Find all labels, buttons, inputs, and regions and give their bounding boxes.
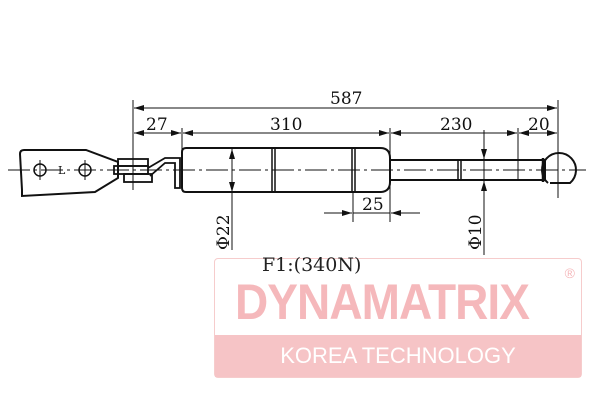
label-310: 310 [270, 115, 302, 135]
label-phi10: Φ10 [466, 214, 486, 250]
label-phi22: Φ22 [214, 214, 234, 250]
label-20: 20 [528, 115, 550, 135]
ball-socket [541, 152, 577, 184]
label-230: 230 [440, 115, 472, 135]
label-27: 27 [146, 115, 168, 135]
piston-rod [389, 159, 546, 181]
watermark-brand: DYNAMATRIX [235, 274, 530, 330]
watermark-logo: DYNAMATRIX ® KOREA TECHNOLOGY [214, 258, 582, 378]
label-587: 587 [330, 89, 362, 109]
label-25: 25 [362, 195, 384, 215]
registered-mark: ® [564, 265, 575, 281]
bracket-label: L [58, 164, 66, 177]
cylinder-body [181, 147, 391, 193]
mounting-bracket [18, 149, 119, 198]
watermark-tagline: KOREA TECHNOLOGY [215, 335, 581, 377]
force-rating: F1:(340N) [262, 254, 362, 276]
